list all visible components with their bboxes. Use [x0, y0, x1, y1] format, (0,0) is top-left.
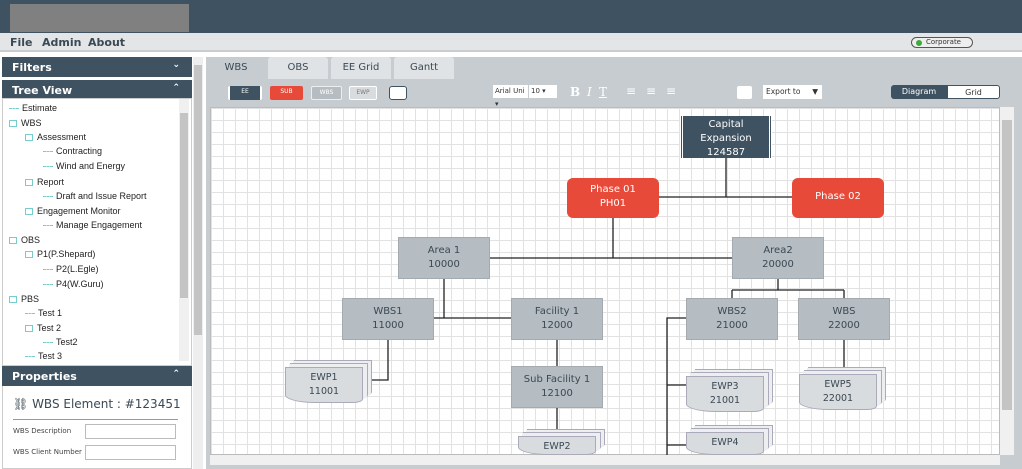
tree-item[interactable]: Draft and Issue Report — [43, 191, 147, 202]
tree-item[interactable]: Test 2 — [25, 323, 61, 334]
italic-button[interactable]: I — [587, 85, 592, 99]
wbs-client-number-input[interactable] — [85, 445, 176, 460]
tree-item[interactable]: Engagement Monitor — [25, 206, 121, 217]
node-phase-02[interactable]: Phase 02 — [792, 178, 884, 218]
account-selector[interactable]: Corporate — [911, 37, 973, 48]
toolbar — [206, 79, 1022, 107]
chevron-down-icon: ⌄ — [172, 60, 180, 70]
export-select[interactable]: Export to▼ — [763, 85, 822, 99]
font-select[interactable]: Arial Uni ▾ — [493, 85, 528, 108]
tree-scroll-thumb[interactable] — [180, 113, 188, 298]
tree-item[interactable]: P4(W.Guru) — [43, 279, 104, 290]
menu-file[interactable]: File — [10, 36, 33, 49]
tree-item[interactable]: P1(P.Shepard) — [25, 249, 95, 260]
tree-item[interactable]: Contracting — [43, 146, 102, 157]
canvas-horizontal-scrollbar[interactable] — [210, 455, 1000, 465]
tree-item[interactable]: Test2 — [43, 337, 78, 348]
sub-button[interactable]: SUB — [270, 86, 303, 100]
tab-ee-grid[interactable]: EE Grid — [331, 57, 391, 79]
diagram-toggle[interactable]: Diagram — [891, 85, 947, 99]
wbs-description-input[interactable] — [85, 424, 176, 439]
tree-view: Estimate WBS Assessment Contracting Wind… — [2, 98, 192, 366]
tree-item[interactable]: Wind and Energy — [43, 161, 125, 172]
ee-button[interactable]: EE — [228, 86, 262, 100]
grid-toggle[interactable]: Grid — [947, 85, 1000, 99]
align-center-icon[interactable]: ≡ — [646, 84, 657, 98]
left-scroll-thumb[interactable] — [194, 65, 202, 335]
node-ewp2[interactable]: EWP2 — [518, 436, 596, 455]
canvas-scroll-thumb[interactable] — [1002, 120, 1012, 410]
menu-about[interactable]: About — [88, 36, 126, 49]
align-right-icon[interactable]: ≡ — [666, 84, 677, 98]
tree-item[interactable]: Assessment — [25, 132, 86, 143]
tree-item[interactable]: Manage Engagement — [43, 220, 142, 231]
menu-admin[interactable]: Admin — [42, 36, 82, 49]
element-heading: ⛓ WBS Element : #123451 — [13, 397, 181, 411]
properties-title: Properties — [12, 370, 77, 383]
node-ewp4[interactable]: EWP4 — [686, 432, 764, 455]
status-dot-icon — [916, 40, 922, 46]
tree-item[interactable]: Estimate — [9, 103, 57, 114]
account-label: Corporate — [926, 38, 961, 46]
filters-panel-header[interactable]: Filters ⌄ — [2, 57, 192, 77]
tab-wbs[interactable]: WBS — [207, 57, 265, 82]
wbs-client-number-label: WBS Client Number — [13, 448, 82, 456]
comment-icon[interactable] — [389, 86, 407, 100]
tree-item[interactable]: P2(L.Egle) — [43, 264, 99, 275]
print-icon[interactable] — [737, 86, 752, 99]
tree-item[interactable]: Report — [25, 177, 64, 188]
ewp-button[interactable]: EWP — [349, 86, 377, 100]
logo — [10, 4, 189, 32]
tree-item[interactable]: OBS — [9, 235, 40, 246]
tab-gantt[interactable]: Gantt — [394, 57, 454, 79]
bold-button[interactable]: B — [570, 85, 581, 99]
tree-item[interactable]: Test 3 — [25, 351, 62, 362]
treeview-panel-header[interactable]: Tree View ⌃ — [2, 80, 192, 100]
underline-button[interactable]: T — [599, 85, 608, 99]
properties-panel-header[interactable]: Properties ⌃ — [2, 366, 192, 386]
chevron-up-icon: ⌃ — [172, 369, 180, 379]
hierarchy-icon: ⛓ — [13, 397, 29, 411]
menu-bar: File Admin About — [0, 33, 1022, 52]
font-size-select[interactable]: 10 ▾ — [529, 85, 557, 98]
tree-item[interactable]: Test 1 — [25, 308, 62, 319]
wbs-description-label: WBS Description — [13, 427, 72, 435]
filters-title: Filters — [12, 61, 52, 74]
align-left-icon[interactable]: ≡ — [626, 84, 637, 98]
tab-obs[interactable]: OBS — [268, 57, 328, 79]
chevron-up-icon: ⌃ — [172, 83, 180, 93]
wbs-button[interactable]: WBS — [311, 86, 342, 100]
tree-item[interactable]: WBS — [9, 118, 42, 129]
tree-item[interactable]: PBS — [9, 294, 39, 305]
divider — [13, 419, 178, 420]
treeview-title: Tree View — [12, 84, 73, 97]
